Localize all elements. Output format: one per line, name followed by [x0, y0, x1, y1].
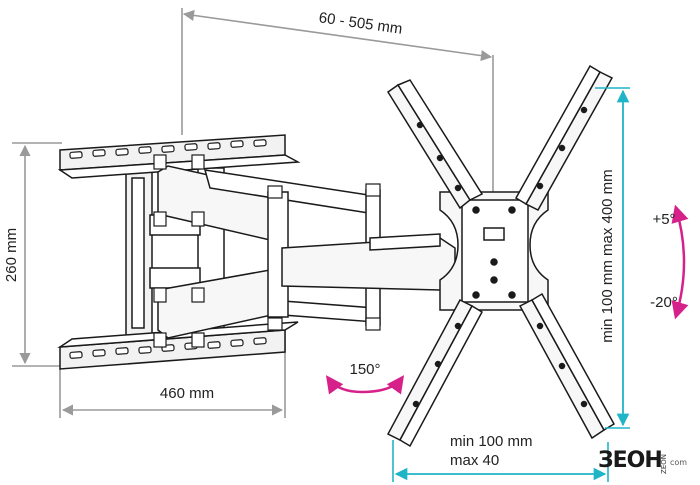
vesa-vertical-label: min 100 mm max 400 mm	[599, 169, 616, 342]
vesa-h-min-label: min 100 mm	[450, 433, 533, 450]
vesa-rail-top-left	[386, 79, 484, 210]
tilt-down-label: -20°	[650, 294, 678, 311]
articulating-arms	[157, 165, 456, 339]
width-bottom-label: 460 mm	[160, 385, 214, 402]
tilt-up-label: +5°	[652, 211, 675, 228]
vesa-h-max-label: max 40	[450, 452, 499, 469]
swivel-indicator: 150°	[325, 361, 405, 395]
brand-logo-tail: com	[670, 458, 688, 467]
vesa-rail-bottom-right	[518, 292, 616, 440]
arm-bolts	[153, 154, 381, 348]
brand-logo-sub: ZEON	[660, 454, 668, 474]
dimension-vesa-horizontal: min 100 mm max 40	[392, 433, 609, 482]
vesa-rail-top-right	[514, 64, 614, 211]
swivel-label: 150°	[349, 361, 380, 378]
height-left-label: 260 mm	[3, 228, 20, 282]
span-top-label: 60 - 505 mm	[318, 9, 404, 38]
vesa-rail-bottom-left	[386, 299, 483, 448]
brand-logo: ЗЕОН ZEON com	[598, 448, 698, 482]
tv-bracket-head	[439, 191, 549, 311]
brand-logo-main: ЗЕОН	[598, 448, 663, 473]
dimension-vesa-vertical: min 100 mm max 400 mm	[595, 87, 630, 429]
dimension-height-left: 260 mm	[3, 142, 62, 367]
tilt-indicator: +5° -20°	[650, 204, 689, 320]
